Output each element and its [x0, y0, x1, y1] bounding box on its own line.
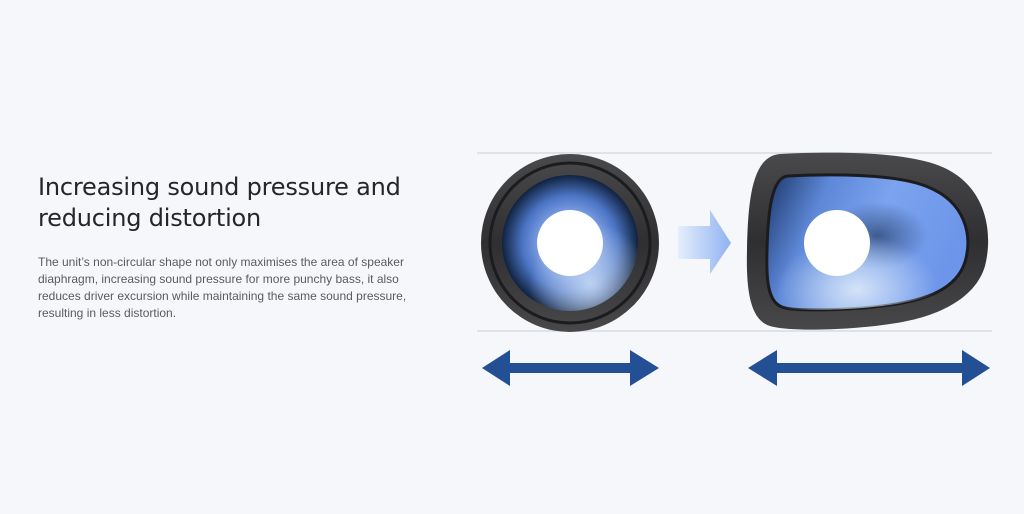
non-circular-speaker: [746, 152, 989, 330]
feature-text: Increasing sound pressure and reducing d…: [38, 172, 448, 322]
feature-heading-line2: reducing distortion: [38, 204, 262, 232]
speaker-comparison-illustration: [477, 152, 992, 386]
transition-arrow-icon: [678, 210, 731, 274]
feature-heading-line1: Increasing sound pressure and: [38, 173, 401, 201]
right-excursion-arrow-icon: [748, 350, 990, 386]
feature-heading: Increasing sound pressure and reducing d…: [38, 172, 448, 234]
circular-speaker: [481, 154, 659, 332]
left-excursion-arrow-icon: [482, 350, 659, 386]
feature-description: The unit’s non-circular shape not only m…: [38, 255, 407, 320]
